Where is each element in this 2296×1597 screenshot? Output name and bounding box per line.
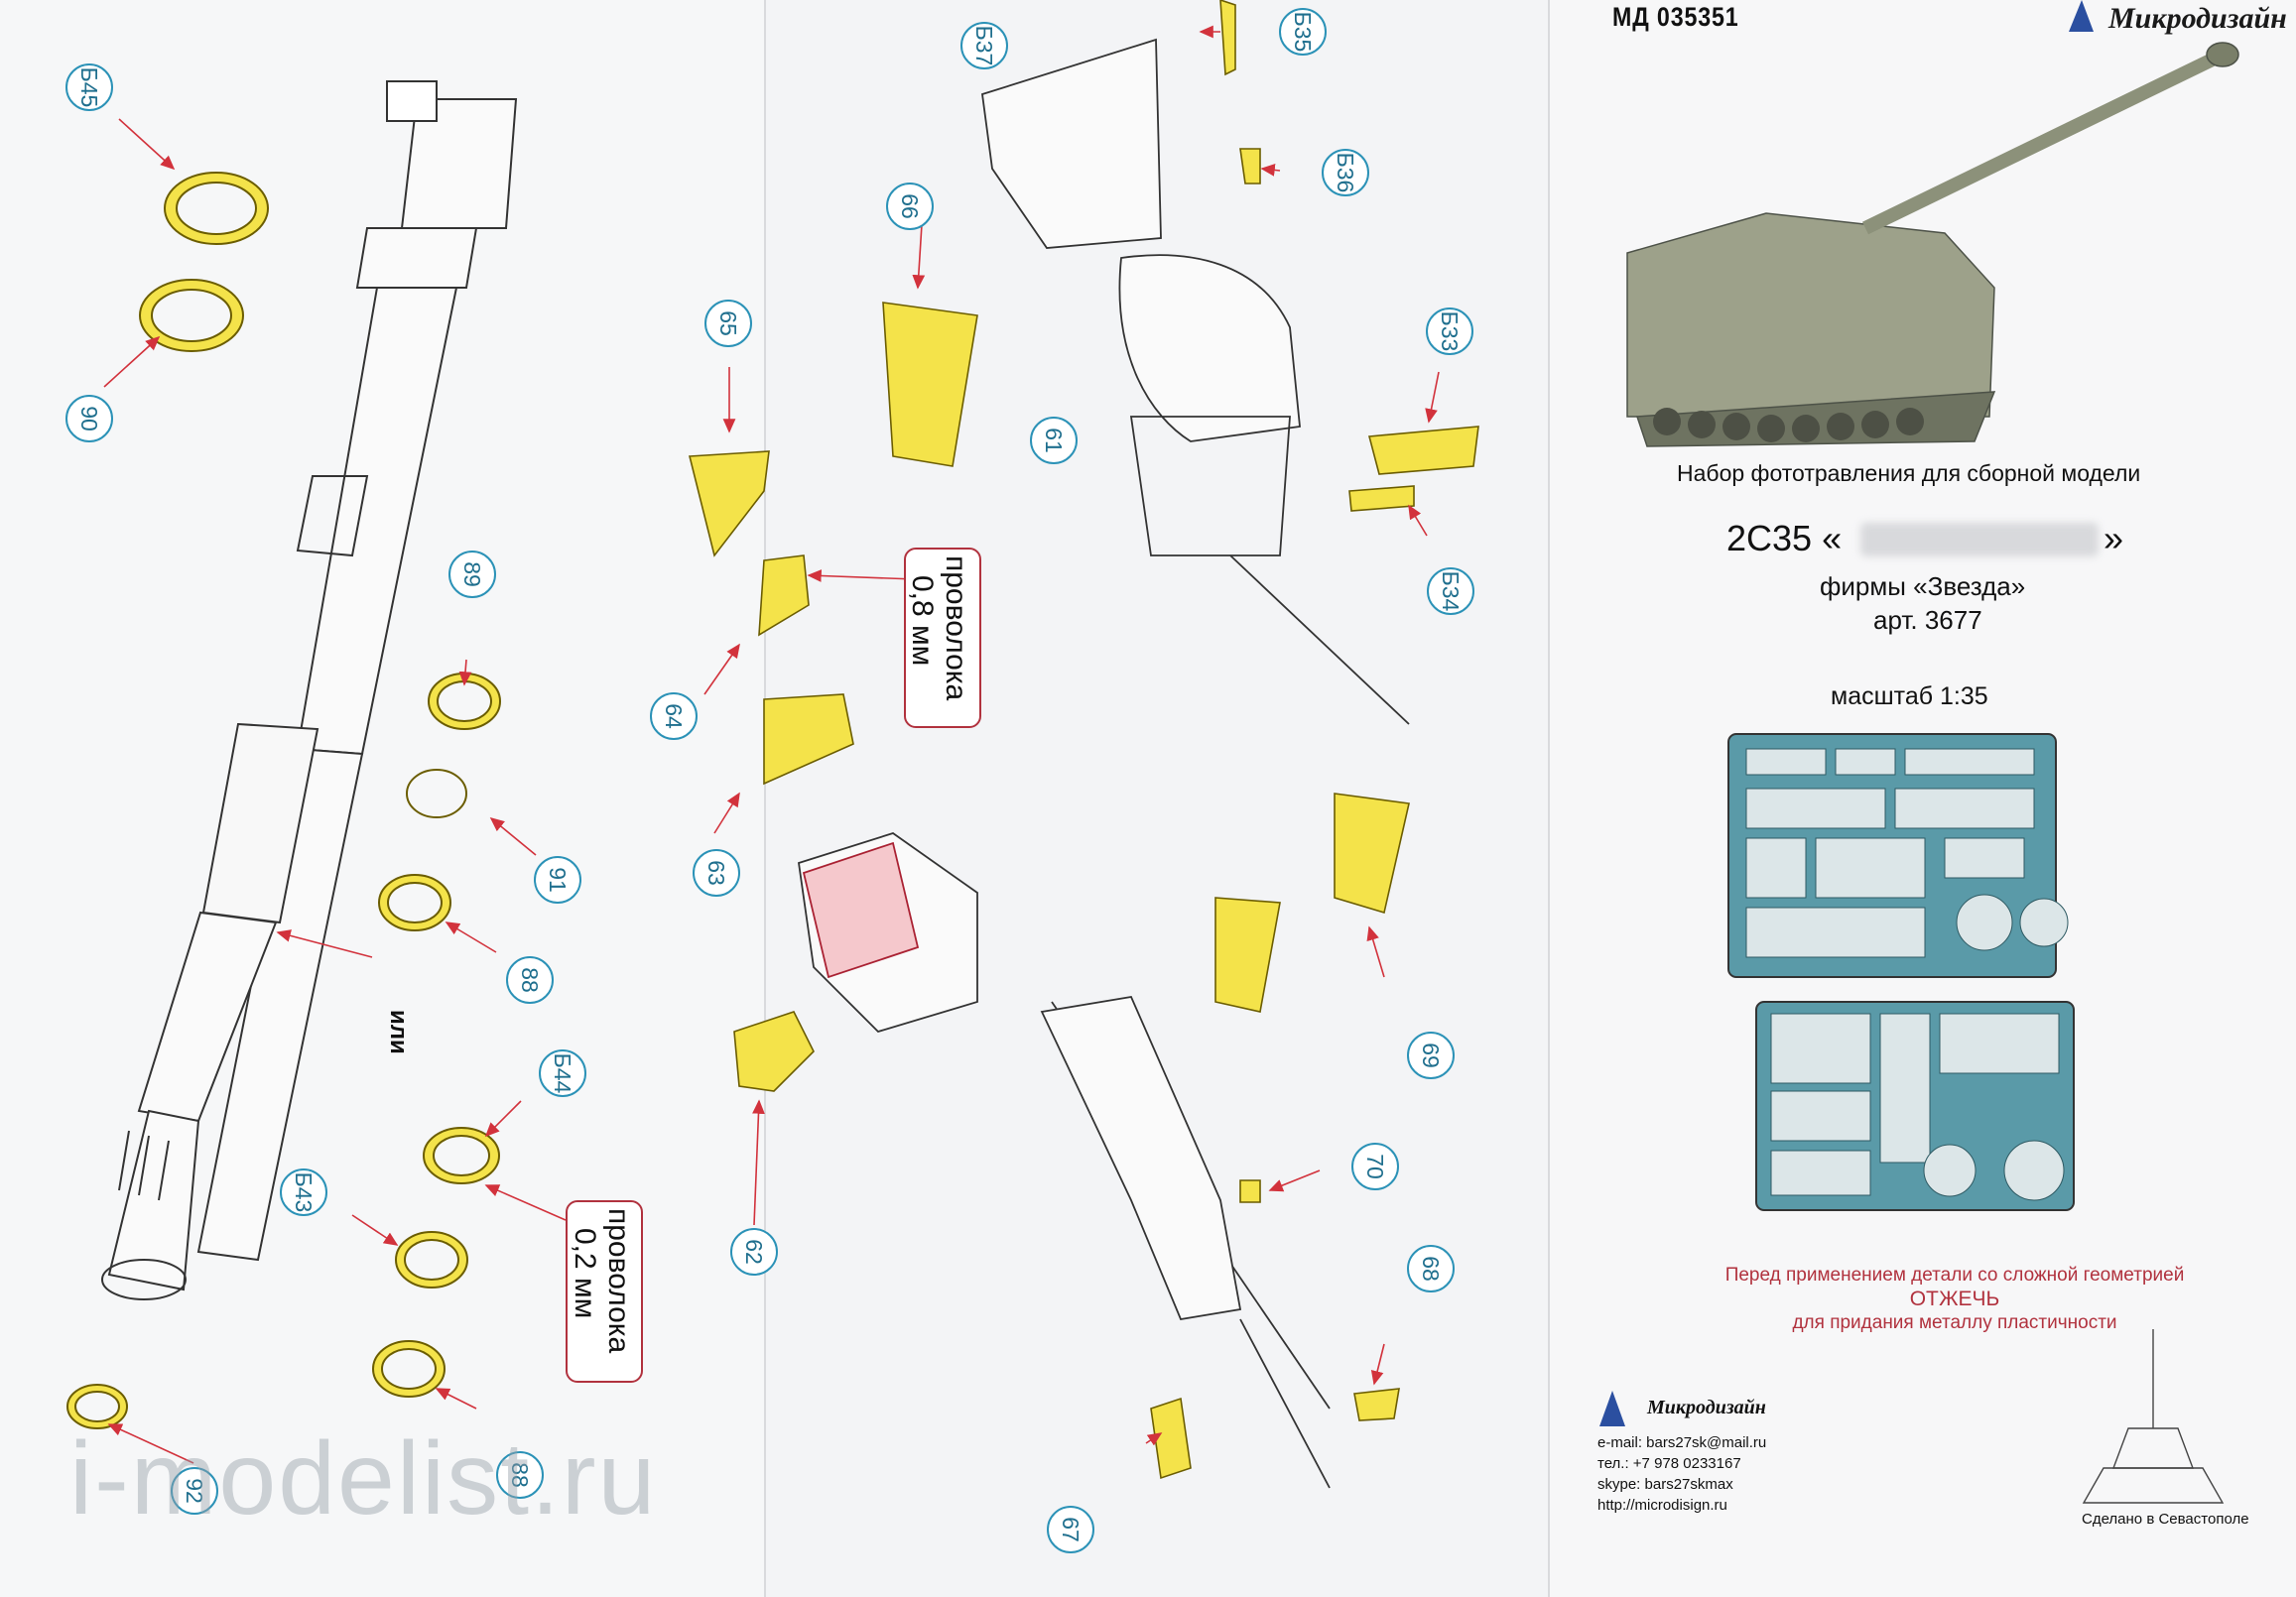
- made-in-label: Сделано в Севастополе: [2082, 1511, 2249, 1528]
- part-tag-66: 66: [886, 183, 934, 230]
- contact-email: e-mail: bars27sk@mail.ru: [1597, 1434, 1767, 1451]
- part-tag-69: 69: [1407, 1032, 1455, 1079]
- contacts-brand: Микродизайн: [1647, 1397, 1766, 1418]
- part-tag-88a: 88: [506, 956, 554, 1004]
- part-tag-65: 65: [704, 300, 752, 347]
- kit-code: МД 035351: [1612, 2, 1739, 32]
- model-scale: масштаб 1:35: [1831, 682, 1988, 710]
- wire-note-02-box: [566, 1200, 643, 1383]
- contact-phone: тел.: +7 978 0233167: [1597, 1455, 1741, 1472]
- or-label: или: [385, 1010, 412, 1054]
- wire-note-08-line1: проволока: [940, 555, 972, 701]
- part-tag-68: 68: [1407, 1245, 1455, 1292]
- contact-skype: skype: bars27skmax: [1597, 1476, 1733, 1493]
- barrel-arrows: [103, 118, 567, 1464]
- part-tag-89: 89: [448, 551, 496, 598]
- kit-subtitle: Набор фототравления для сборной модели: [1677, 460, 2141, 486]
- gun-barrel: [101, 80, 518, 1300]
- part-tag-67: 67: [1047, 1506, 1094, 1553]
- warning-line-3: для придания металлу пластичности: [1792, 1312, 2117, 1333]
- wire-note-08-box: [904, 548, 981, 728]
- wire-note-08-line2: 0,8 мм: [906, 575, 939, 667]
- vehicle-photo: [1626, 42, 2239, 447]
- part-tag-b43: Б43: [280, 1168, 327, 1216]
- model-firm: фирмы «Звезда»: [1820, 571, 2026, 601]
- fret-sheet-b: [1755, 1001, 2075, 1211]
- warning-line-1: Перед применением детали со сложной геом…: [1724, 1265, 2185, 1286]
- part-tag-b36: Б36: [1322, 149, 1369, 196]
- part-tag-64: 64: [650, 692, 698, 740]
- part-tag-b35: Б35: [1279, 8, 1327, 56]
- logo-marks: [1599, 0, 2094, 1426]
- model-prefix: 2С35 «: [1726, 518, 1843, 558]
- fold-line-right: [1548, 0, 1550, 1597]
- monument-drawing: [2082, 1329, 2225, 1504]
- part-tag-91: 91: [534, 856, 581, 904]
- part-tag-b33: Б33: [1426, 307, 1473, 355]
- brand-logo-text: Микродизайн: [2108, 2, 2287, 35]
- fold-line-left: [764, 0, 766, 1597]
- middle-arrows: [703, 25, 1440, 1446]
- part-tag-b45: Б45: [65, 63, 113, 111]
- fret-sheet-a: [1727, 733, 2069, 978]
- contact-site: http://microdisign.ru: [1597, 1497, 1727, 1514]
- part-tag-b34: Б34: [1427, 567, 1474, 615]
- wire-note-02-line1: проволока: [602, 1208, 635, 1354]
- warning-line-2: ОТЖЕЧЬ: [1909, 1288, 2000, 1310]
- blurred-model-name: [1860, 523, 2099, 556]
- part-tag-b44: Б44: [539, 1049, 586, 1097]
- washer-parts: [66, 172, 501, 1429]
- watermark: i-modelist.ru: [69, 1421, 658, 1536]
- part-tag-63: 63: [693, 849, 740, 897]
- model-article: арт. 3677: [1873, 605, 1982, 635]
- model-suffix: »: [2104, 518, 2124, 558]
- wire-note-02-line2: 0,2 мм: [569, 1228, 601, 1319]
- middle-yellow-parts: [688, 0, 1479, 1480]
- middle-line-art: [798, 38, 1410, 1489]
- part-tag-61: 61: [1030, 417, 1078, 464]
- part-tag-b37: Б37: [960, 22, 1008, 69]
- part-tag-90: 90: [65, 395, 113, 442]
- part-tag-62: 62: [730, 1228, 778, 1276]
- part-tag-70: 70: [1351, 1143, 1399, 1190]
